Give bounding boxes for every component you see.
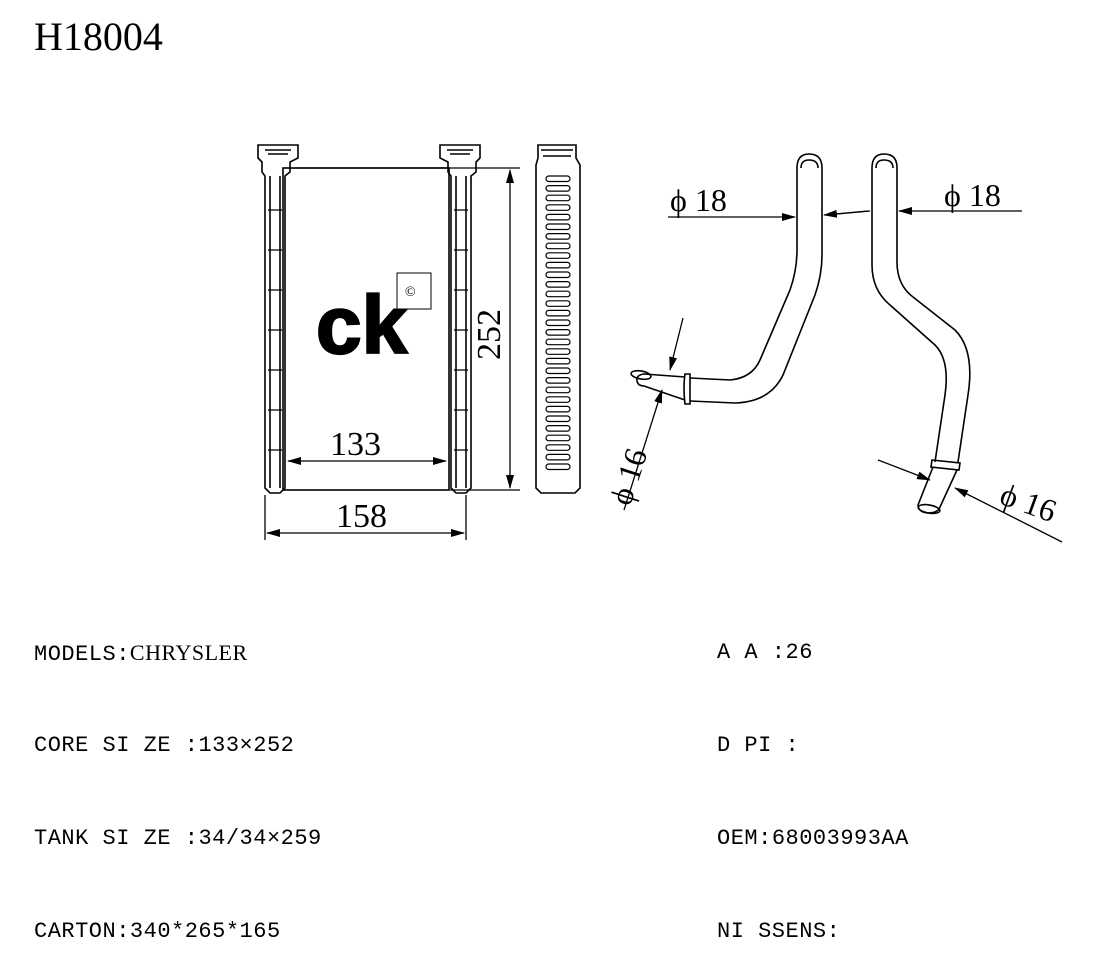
fin-slot (545, 242, 571, 250)
fin-slot (545, 386, 571, 394)
specs-right: A A :26 D PI : OEM:68003993AA NI SSENS: (717, 575, 909, 978)
spec-row-carton: CARTON:340*265*165 (34, 919, 281, 944)
pipes (630, 153, 971, 515)
part-number-title: H18004 (34, 14, 163, 59)
fin-slot (545, 185, 571, 192)
fin-slot (545, 175, 571, 183)
spec-row-models: MODELS:CHRYSLER (34, 640, 248, 667)
fin-slot (545, 300, 571, 307)
pipe-dim-bottom-left: ϕ 16 (602, 444, 654, 509)
pipe-dim-top-left: ϕ 18 (670, 182, 727, 218)
dim-outer-width-label: 158 (336, 498, 387, 535)
front-view (257, 144, 481, 494)
fin-slot (545, 357, 571, 365)
fin-slot (545, 252, 571, 259)
dim-height (298, 167, 520, 491)
fin-slot (545, 329, 571, 336)
fin-slot (545, 453, 571, 461)
left-tank (257, 144, 299, 494)
fin-slot (545, 309, 571, 317)
spec-row-aa: A A :26 (717, 640, 813, 665)
fin-slot (545, 463, 571, 471)
brand-logo: ck © (315, 272, 432, 372)
spec-row-tank-size: TANK SI ZE :34/34×259 (34, 826, 322, 851)
fin-slot (545, 233, 571, 240)
right-tank (439, 144, 481, 494)
pipe-dim-bottom-right: ϕ 16 (996, 476, 1062, 529)
pipe-dim-top-right: ϕ 18 (944, 177, 1001, 213)
fin-slot (545, 444, 571, 451)
trademark-mark: © (405, 285, 416, 300)
spec-row-oem: OEM:68003993AA (717, 826, 909, 851)
drawing-canvas: H18004 ck © 252 (34, 14, 1063, 543)
fin-slot (545, 338, 571, 346)
spec-row-dpi: D PI : (717, 733, 800, 758)
fin-slot (545, 281, 571, 288)
fin-slot (545, 377, 571, 384)
fin-slot (545, 194, 571, 202)
dim-height-label: 252 (471, 309, 508, 360)
fin-slot (545, 434, 571, 442)
fin-slot (545, 290, 571, 298)
specs-left: MODELS:CHRYSLER CORE SI ZE :133×252 TANK… (34, 575, 322, 978)
pipe-dims (623, 207, 1063, 543)
fin-slot (545, 261, 571, 269)
fin-slot (545, 396, 571, 403)
fin-slot (545, 271, 571, 279)
fin-slot (545, 223, 571, 231)
fin-slot (545, 348, 571, 355)
dim-inner-width-label: 133 (330, 426, 381, 463)
spec-row-nissens: NI SSENS: (717, 919, 841, 944)
fin-slot (545, 425, 571, 432)
fin-slot (545, 319, 571, 327)
fin-slot (545, 213, 571, 221)
brand-logo-text: ck (316, 280, 408, 371)
dim-outer-width (264, 495, 467, 540)
right-pipe (871, 153, 971, 515)
fin-slot (545, 204, 571, 211)
fin-slot (545, 367, 571, 375)
fin-slot (545, 405, 571, 413)
side-view (535, 144, 581, 494)
fin-slot (545, 415, 571, 423)
spec-row-core-size: CORE SI ZE :133×252 (34, 733, 295, 758)
trademark-box (396, 272, 432, 310)
left-pipe (630, 153, 823, 405)
